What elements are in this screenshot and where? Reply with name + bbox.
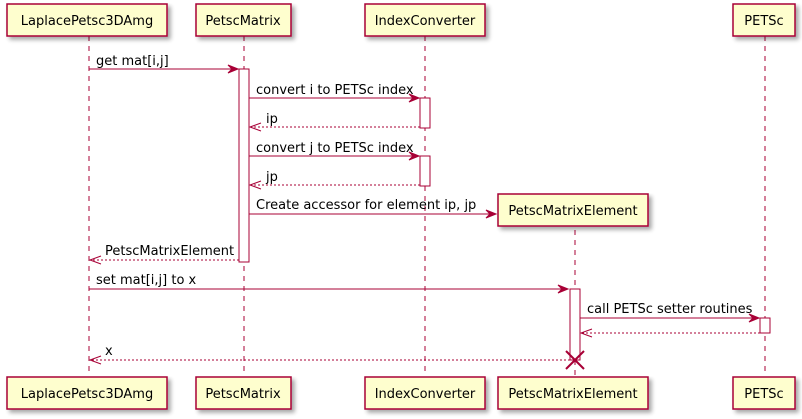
destroy-marker — [565, 350, 585, 370]
activation-indexconverter-1 — [419, 97, 431, 129]
participant-petsc-bottom — [732, 376, 796, 410]
participant-petsc-bottom-label: PETSc — [744, 387, 783, 402]
message-label-4: convert j to PETSc index — [256, 141, 414, 156]
activation-element — [569, 288, 581, 361]
arrowhead-6 — [485, 209, 498, 219]
participant-petscmatrix-top-label: PetscMatrix — [205, 14, 281, 29]
arrowhead-1 — [227, 64, 240, 74]
message-label-3: ip — [266, 112, 278, 127]
participant-laplace-top — [6, 3, 168, 37]
participant-laplace-bottom — [6, 376, 168, 410]
activation-petsc — [759, 317, 771, 334]
participant-petsc-top-label: PETSc — [744, 14, 783, 29]
message-label-7: PetscMatrixElement — [105, 244, 234, 259]
participant-petscmatrix-top — [195, 3, 292, 37]
arrowhead-9 — [748, 313, 761, 323]
participant-petsc-top — [732, 3, 796, 37]
message-label-5: jp — [265, 170, 278, 185]
arrowhead-11 — [88, 355, 102, 365]
participant-laplace-bottom-label: LaplacePetsc3DAmg — [21, 387, 153, 402]
participant-indexconverter-top-label: IndexConverter — [375, 14, 476, 29]
participant-petscmatrix-bottom-label: PetscMatrix — [205, 387, 281, 402]
participant-indexconverter-top — [364, 3, 486, 37]
arrowhead-7 — [88, 255, 102, 265]
participant-element-bottom — [497, 376, 649, 410]
message-label-8: set mat[i,j] to x — [96, 273, 197, 288]
participant-laplace-top-label: LaplacePetsc3DAmg — [21, 14, 153, 29]
participant-indexconverter-bottom — [364, 376, 486, 410]
participant-element-created — [497, 193, 649, 227]
message-label-11: x — [105, 344, 113, 359]
message-label-6: Create accessor for element ip, jp — [256, 198, 476, 213]
participant-petscmatrix-bottom — [195, 376, 292, 410]
activation-petscmatrix — [238, 68, 250, 263]
message-label-2: convert i to PETSc index — [256, 83, 414, 98]
participant-element-created-label: PetscMatrixElement — [508, 204, 637, 219]
arrowhead-2 — [408, 93, 421, 103]
arrowhead-10 — [579, 328, 593, 338]
arrowhead-5 — [248, 180, 262, 190]
activation-indexconverter-2 — [419, 155, 431, 187]
message-label-1: get mat[i,j] — [96, 54, 169, 69]
arrowhead-8 — [557, 284, 570, 294]
participant-indexconverter-bottom-label: IndexConverter — [375, 387, 476, 402]
arrowhead-4 — [408, 151, 421, 161]
participant-element-bottom-label: PetscMatrixElement — [508, 387, 637, 402]
message-label-9: call PETSc setter routines — [587, 302, 753, 317]
arrowhead-3 — [248, 122, 262, 132]
